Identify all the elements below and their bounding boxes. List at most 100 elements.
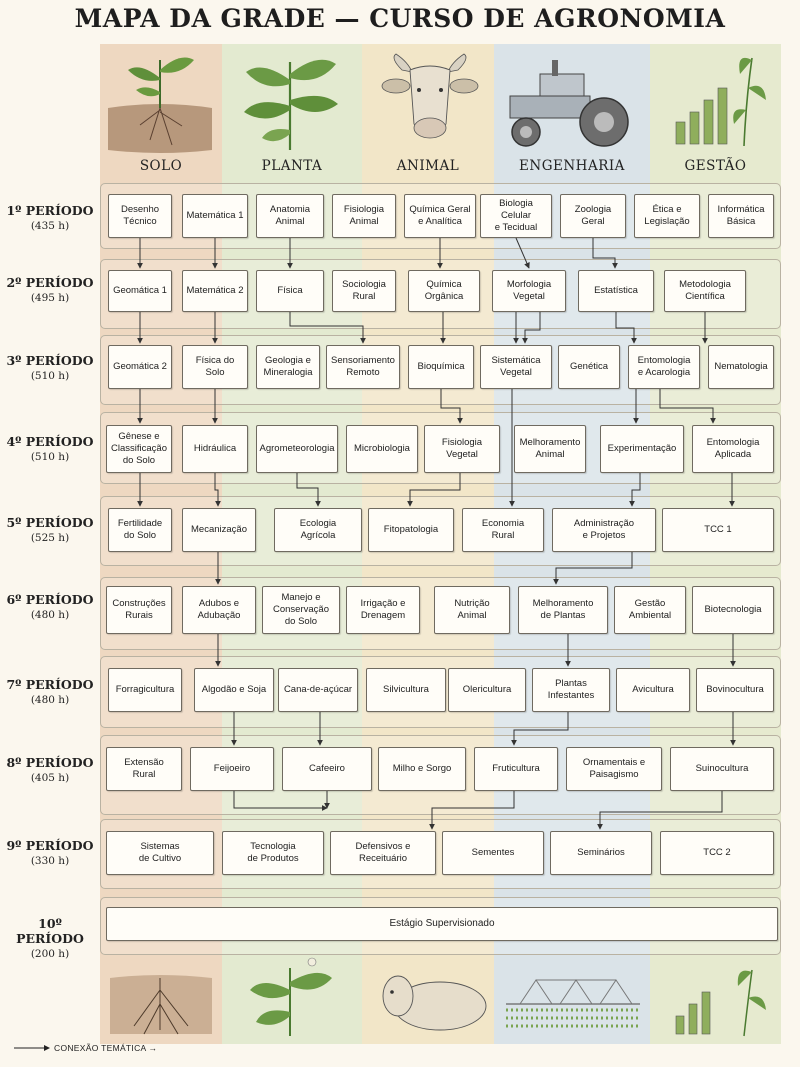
period-title: 8º PERÍODO xyxy=(6,755,94,770)
course-melhoramento-plantas[interactable]: Melhoramento de Plantas xyxy=(518,586,608,634)
period-hours: (480 h) xyxy=(30,609,70,621)
course-cana-de-acucar[interactable]: Cana-de-açúcar xyxy=(278,668,358,712)
period-label: 4º PERÍODO(510 h) xyxy=(4,434,96,463)
course-informatica-basica[interactable]: Informática Básica xyxy=(708,194,774,238)
period-hours: (200 h) xyxy=(30,948,70,960)
course-biologia-celular[interactable]: Biologia Celular e Tecidual xyxy=(480,194,552,238)
course-tcc-2[interactable]: TCC 2 xyxy=(660,831,774,875)
course-melhoramento-animal[interactable]: Melhoramento Animal xyxy=(514,425,586,473)
legend-arrow-icon xyxy=(14,1045,50,1051)
course-administracao-projetos[interactable]: Administração e Projetos xyxy=(552,508,656,552)
tractor-illustration xyxy=(509,60,629,147)
period-title: 6º PERÍODO xyxy=(6,592,94,607)
course-entomologia-acarologia[interactable]: Entomologia e Acarologia xyxy=(628,345,700,389)
course-bovinocultura[interactable]: Bovinocultura xyxy=(696,668,774,712)
column-header-engenharia: ENGENHARIA xyxy=(519,158,625,174)
course-seminarios[interactable]: Seminários xyxy=(550,831,652,875)
course-economia-rural[interactable]: Economia Rural xyxy=(462,508,544,552)
period-hours: (525 h) xyxy=(30,532,70,544)
course-bioquimica[interactable]: Bioquímica xyxy=(408,345,474,389)
course-matematica-1[interactable]: Matemática 1 xyxy=(182,194,248,238)
course-feijoeiro[interactable]: Feijoeiro xyxy=(190,747,274,791)
course-anatomia-animal[interactable]: Anatomia Animal xyxy=(256,194,324,238)
period-title: 5º PERÍODO xyxy=(6,515,94,530)
course-extensao-rural[interactable]: Extensão Rural xyxy=(106,747,182,791)
period-title: 1º PERÍODO xyxy=(6,203,94,218)
column-header-animal: ANIMAL xyxy=(396,158,460,174)
course-fisica[interactable]: Física xyxy=(256,270,324,312)
course-metodologia-cientifica[interactable]: Metodologia Científica xyxy=(664,270,746,312)
course-silvicultura[interactable]: Silvicultura xyxy=(366,668,446,712)
period-label: 9º PERÍODO(330 h) xyxy=(4,838,96,867)
course-cafeeiro[interactable]: Cafeeiro xyxy=(282,747,372,791)
period-title: 3º PERÍODO xyxy=(6,353,94,368)
period-label: 3º PERÍODO(510 h) xyxy=(4,353,96,382)
course-construcoes-rurais[interactable]: Construções Rurais xyxy=(106,586,172,634)
column-header-planta: PLANTA xyxy=(261,158,323,174)
period-hours: (495 h) xyxy=(30,292,70,304)
course-estatistica[interactable]: Estatística xyxy=(578,270,654,312)
course-forragicultura[interactable]: Forragicultura xyxy=(108,668,182,712)
course-etica-legislacao[interactable]: Ética e Legislação xyxy=(634,194,700,238)
course-quimica-geral[interactable]: Química Geral e Analítica xyxy=(404,194,476,238)
course-avicultura[interactable]: Avicultura xyxy=(616,668,690,712)
course-genetica[interactable]: Genética xyxy=(558,345,620,389)
period-label: 6º PERÍODO (480 h) xyxy=(4,592,96,621)
course-desenho-tecnico[interactable]: Desenho Técnico xyxy=(108,194,172,238)
course-adubos-adubacao[interactable]: Adubos e Adubação xyxy=(182,586,256,634)
course-experimentacao[interactable]: Experimentação xyxy=(600,425,684,473)
course-morfologia-vegetal[interactable]: Morfologia Vegetal xyxy=(492,270,566,312)
course-microbiologia[interactable]: Microbiologia xyxy=(346,425,418,473)
course-fruticultura[interactable]: Fruticultura xyxy=(474,747,558,791)
course-tecnologia-produtos[interactable]: Tecnologia de Produtos xyxy=(222,831,324,875)
period-title: 10º PERÍODO xyxy=(16,916,84,946)
course-gestao-ambiental[interactable]: Gestão Ambiental xyxy=(614,586,686,634)
course-geologia-mineralogia[interactable]: Geologia e Mineralogia xyxy=(256,345,320,389)
column-header-solo: SOLO xyxy=(139,158,183,174)
period-hours: (405 h) xyxy=(30,772,70,784)
course-milho-sorgo[interactable]: Milho e Sorgo xyxy=(378,747,466,791)
course-sementes[interactable]: Sementes xyxy=(442,831,544,875)
course-geomatica-1[interactable]: Geomática 1 xyxy=(108,270,172,312)
course-quimica-organica[interactable]: Química Orgânica xyxy=(408,270,480,312)
course-plantas-infestantes[interactable]: Plantas Infestantes xyxy=(532,668,610,712)
irrigation-pivot-illustration xyxy=(506,979,640,1028)
course-sensoriamento-remoto[interactable]: Sensoriamento Remoto xyxy=(326,345,400,389)
course-sociologia-rural[interactable]: Sociologia Rural xyxy=(332,270,396,312)
course-geomatica-2[interactable]: Geomática 2 xyxy=(108,345,172,389)
course-sistematica-vegetal[interactable]: Sistemática Vegetal xyxy=(480,345,552,389)
course-hidraulica[interactable]: Hidráulica xyxy=(182,425,248,473)
course-sistemas-cultivo[interactable]: Sistemas de Cultivo xyxy=(106,831,214,875)
period-label: 2º PERÍODO(495 h) xyxy=(4,275,96,304)
course-zoologia-geral[interactable]: Zoologia Geral xyxy=(560,194,626,238)
course-fertilidade-do-solo[interactable]: Fertilidade do Solo xyxy=(108,508,172,552)
course-mecanizacao[interactable]: Mecanização xyxy=(182,508,256,552)
course-tcc-1[interactable]: TCC 1 xyxy=(662,508,774,552)
course-agrometeorologia[interactable]: Agrometeorologia xyxy=(256,425,338,473)
period-label: 10º PERÍODO (200 h) xyxy=(4,916,96,960)
course-fitopatologia[interactable]: Fitopatologia xyxy=(368,508,454,552)
course-genese-classificacao[interactable]: Gênese e Classificação do Solo xyxy=(106,425,172,473)
course-defensivos-receituario[interactable]: Defensivos e Receituário xyxy=(330,831,436,875)
course-fisiologia-vegetal[interactable]: Fisiologia Vegetal xyxy=(424,425,500,473)
course-biotecnologia[interactable]: Biotecnologia xyxy=(692,586,774,634)
course-olericultura[interactable]: Olericultura xyxy=(448,668,526,712)
course-ornamentais-paisagismo[interactable]: Ornamentais e Paisagismo xyxy=(566,747,662,791)
course-fisiologia-animal[interactable]: Fisiologia Animal xyxy=(332,194,396,238)
course-nutricao-animal[interactable]: Nutrição Animal xyxy=(434,586,510,634)
course-algodao-soja[interactable]: Algodão e Soja xyxy=(194,668,274,712)
legend-label: CONEXÃO TEMÁTICA → xyxy=(54,1043,158,1053)
roots-illustration xyxy=(110,975,212,1035)
course-fisica-do-solo[interactable]: Física do Solo xyxy=(182,345,248,389)
course-estagio-supervisionado[interactable]: Estágio Supervisionado xyxy=(106,907,778,941)
course-suinocultura[interactable]: Suinocultura xyxy=(670,747,774,791)
course-ecologia-agricola[interactable]: Ecologia Agrícola xyxy=(274,508,362,552)
course-irrigacao-drenagem[interactable]: Irrigação e Drenagem xyxy=(346,586,420,634)
period-title: 9º PERÍODO xyxy=(6,838,94,853)
growth-bars-bottom-illustration xyxy=(675,969,766,1037)
course-entomologia-aplicada[interactable]: Entomologia Aplicada xyxy=(692,425,774,473)
course-nematologia[interactable]: Nematologia xyxy=(708,345,774,389)
course-matematica-2[interactable]: Matemática 2 xyxy=(182,270,248,312)
course-manejo-conservacao[interactable]: Manejo e Conservação do Solo xyxy=(262,586,340,634)
